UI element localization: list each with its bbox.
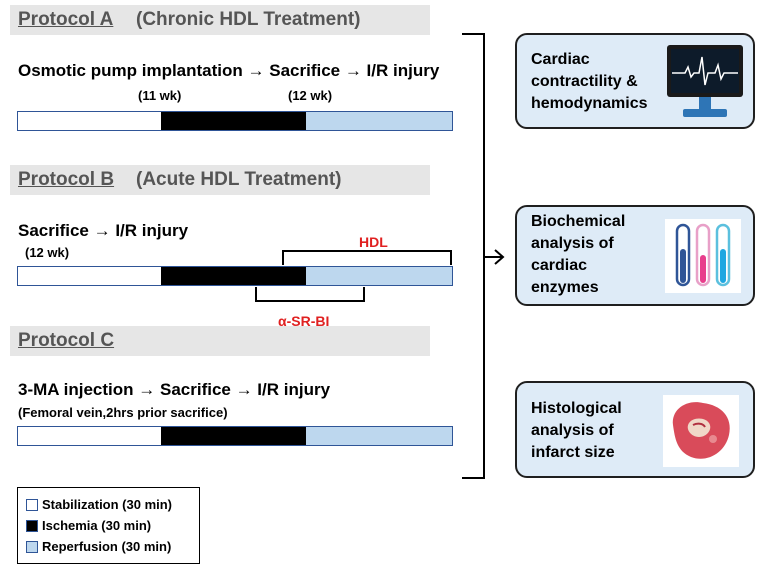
protocol-b-timeline bbox=[17, 266, 453, 286]
ischemia-segment bbox=[161, 267, 306, 285]
monitor-ecg-icon bbox=[667, 45, 743, 117]
protocol-a-note-12wk: (12 wk) bbox=[288, 88, 333, 103]
outcome-box-hemodynamics: Cardiac contractility & hemodynamics bbox=[515, 33, 755, 129]
legend-item-stabilization: Stabilization (30 min) bbox=[26, 494, 191, 515]
srbi-label: α-SR-BI bbox=[278, 313, 330, 329]
protocol-b-steps: Sacrifice → I/R injury bbox=[18, 221, 189, 240]
protocol-c-header bbox=[10, 326, 430, 356]
protocol-b-header bbox=[10, 165, 430, 195]
legend-label-ischemia: Ischemia (30 min) bbox=[42, 518, 152, 533]
legend-label-reperfusion: Reperfusion (30 min) bbox=[42, 539, 172, 554]
ischemia-segment bbox=[161, 427, 306, 445]
protocol-a-timeline bbox=[17, 111, 453, 131]
protocol-a-header bbox=[10, 5, 430, 35]
protocol-a-note-11wk: (11 wk) bbox=[138, 88, 182, 103]
protocol-a-steps: Osmotic pump implantation → Sacrifice → … bbox=[18, 61, 440, 80]
srbi-bracket bbox=[255, 287, 365, 302]
outcome-text-infarct: Histological analysis of infarct size bbox=[531, 400, 622, 461]
protocol-b-subtitle: (Acute HDL Treatment) bbox=[136, 169, 342, 190]
protocol-c-note: (Femoral vein,2hrs prior sacrifice) bbox=[18, 405, 228, 420]
legend-swatch-reperfusion bbox=[26, 540, 38, 553]
test-tubes-icon bbox=[665, 219, 741, 293]
legend-swatch-ischemia bbox=[26, 519, 38, 532]
legend: Stabilization (30 min) Ischemia (30 min)… bbox=[17, 487, 200, 564]
protocol-b-label: Protocol B bbox=[18, 169, 115, 190]
protocol-b-note-12wk: (12 wk) bbox=[25, 245, 70, 260]
heart-section-icon bbox=[663, 395, 739, 467]
reperfusion-segment bbox=[306, 112, 452, 130]
legend-label-stabilization: Stabilization (30 min) bbox=[42, 497, 173, 512]
legend-item-ischemia: Ischemia (30 min) bbox=[26, 515, 191, 536]
hdl-label: HDL bbox=[359, 234, 388, 250]
reperfusion-segment bbox=[306, 427, 452, 445]
outcome-box-enzymes: Biochemical analysis of cardiac enzymes bbox=[515, 205, 755, 306]
legend-swatch-stabilization bbox=[26, 498, 38, 511]
outcome-text-hemodynamics: Cardiac contractility & hemodynamics bbox=[531, 51, 648, 112]
protocol-c-timeline bbox=[17, 426, 453, 446]
stabilization-segment bbox=[18, 112, 161, 130]
outcome-text-enzymes: Biochemical analysis of cardiac enzymes bbox=[531, 213, 626, 296]
legend-item-reperfusion: Reperfusion (30 min) bbox=[26, 536, 191, 557]
ischemia-segment bbox=[161, 112, 306, 130]
protocol-c-steps: 3-MA injection → Sacrifice → I/R injury bbox=[18, 380, 331, 399]
stabilization-segment bbox=[18, 267, 161, 285]
stabilization-segment bbox=[18, 427, 161, 445]
protocol-a-subtitle: (Chronic HDL Treatment) bbox=[136, 9, 361, 30]
outcome-box-infarct: Histological analysis of infarct size bbox=[515, 381, 755, 478]
hdl-bracket bbox=[282, 250, 452, 265]
protocol-a-label: Protocol A bbox=[18, 9, 114, 30]
protocol-c-label: Protocol C bbox=[18, 330, 115, 351]
reperfusion-segment bbox=[306, 267, 452, 285]
